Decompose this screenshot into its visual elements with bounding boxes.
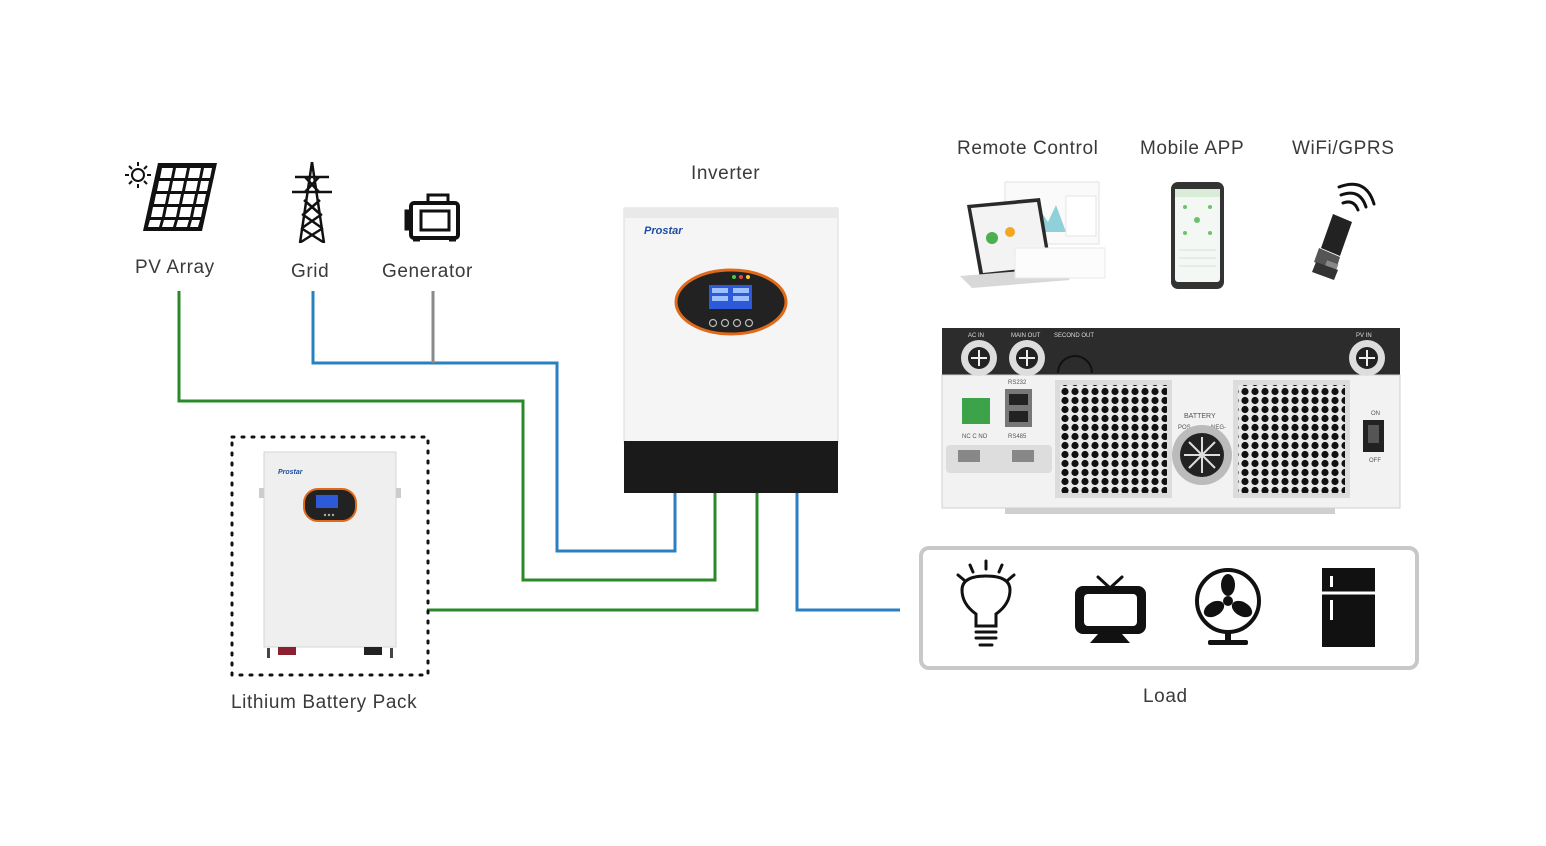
main-out-label: MAIN OUT <box>1011 333 1041 339</box>
battery-terminal <box>1172 425 1232 485</box>
pv-in-terminal <box>1349 340 1385 376</box>
inverter-label: Inverter <box>691 163 761 184</box>
inverter-button-3 <box>732 318 742 328</box>
grid-label: Grid <box>291 261 330 282</box>
switch-on-label: ON <box>1371 411 1380 417</box>
ac-in-terminal <box>961 340 997 376</box>
inverter-rear-panel: AC IN MAIN OUT SECOND OUT PV IN RS232 RS… <box>941 328 1401 514</box>
rs485-label: RS485 <box>1008 434 1027 440</box>
mobile-app-label: Mobile APP <box>1140 138 1245 159</box>
left-fan-grille <box>1055 380 1172 498</box>
generator-icon <box>404 193 460 242</box>
nc-c-no-label: NC C NO <box>962 434 988 440</box>
inverter-button-2 <box>720 318 730 328</box>
battery-logo: Prostar <box>278 469 304 476</box>
inverter-button-4 <box>744 318 754 328</box>
inverter-base <box>624 441 838 493</box>
pos-label: POS- <box>1178 425 1193 431</box>
laptop-icon <box>960 181 1106 288</box>
second-out-label: SECOND OUT <box>1054 333 1094 339</box>
pv-array-label: PV Array <box>135 257 215 278</box>
connection-lines <box>177 291 900 612</box>
wifi-dongle-icon <box>1312 182 1376 280</box>
pv-line <box>177 291 717 582</box>
pv-in-label: PV IN <box>1356 333 1372 339</box>
remote-control-label: Remote Control <box>957 138 1099 159</box>
load-label: Load <box>1143 686 1188 707</box>
fan-icon <box>1195 568 1261 645</box>
ac-in-label: AC IN <box>968 333 984 339</box>
main-out-terminal <box>1009 340 1045 376</box>
switch-off-label: OFF <box>1369 458 1381 464</box>
wifi-gprs-label: WiFi/GPRS <box>1292 138 1395 159</box>
grid-line <box>311 291 677 553</box>
battery-port-label: BATTERY <box>1184 413 1216 420</box>
battery-line <box>427 493 759 612</box>
rs232-label: RS232 <box>1008 380 1027 386</box>
inverter-button-1 <box>708 318 718 328</box>
battery-lcd <box>316 495 338 508</box>
battery-negative-terminal <box>364 647 382 655</box>
second-out-port <box>1057 355 1093 374</box>
battery-label: Lithium Battery Pack <box>231 692 418 713</box>
battery-unit: Prostar <box>230 435 430 677</box>
inverter-logo: Prostar <box>644 225 683 237</box>
right-fan-grille <box>1233 380 1350 498</box>
television-icon <box>1075 575 1146 643</box>
battery-dotted-frame <box>230 435 430 677</box>
smartphone-icon <box>1171 182 1224 289</box>
neg-label: NEG- <box>1211 425 1226 431</box>
transmission-tower-icon <box>292 161 332 244</box>
light-bulb-icon <box>956 559 1016 647</box>
load-line <box>795 493 900 612</box>
dry-contact-terminal <box>962 398 990 424</box>
load-box <box>919 546 1419 670</box>
inverter-unit: Prostar <box>623 207 839 493</box>
generator-label: Generator <box>382 261 473 282</box>
battery-positive-terminal <box>278 647 296 655</box>
refrigerator-icon <box>1322 568 1375 647</box>
solar-panel-icon <box>125 162 217 231</box>
